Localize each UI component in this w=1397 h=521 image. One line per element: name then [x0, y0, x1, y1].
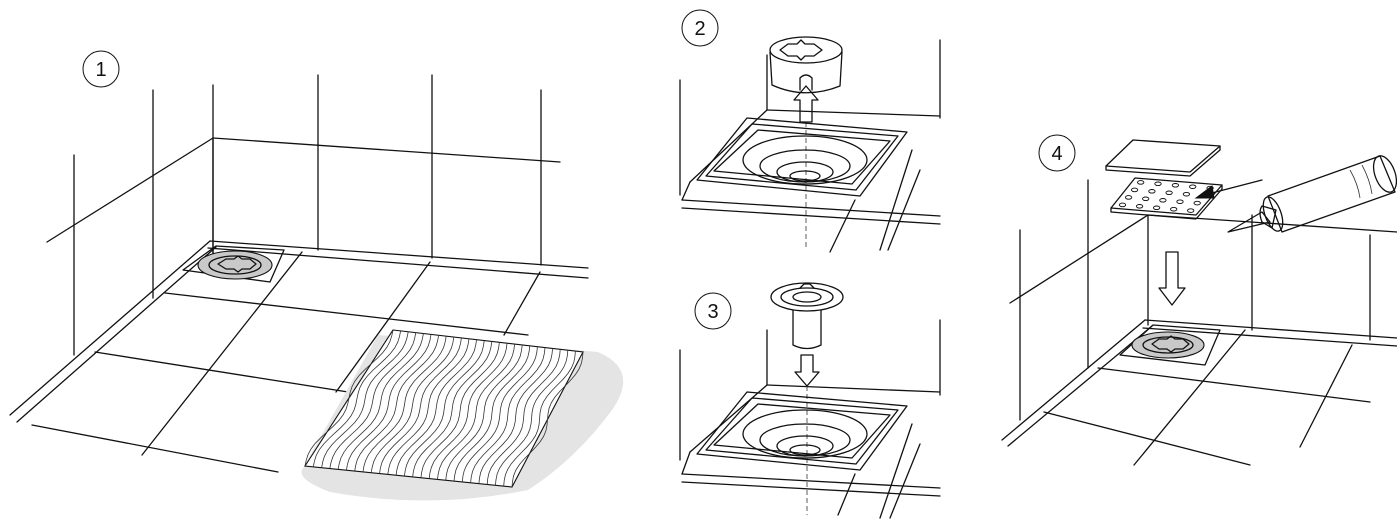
- adhesive-comb-line: [503, 351, 576, 487]
- grate-hole: [1130, 187, 1139, 193]
- floor-edge-2: [681, 149, 941, 253]
- adhesive-comb-line: [337, 333, 424, 470]
- step-4-badge: 4: [1038, 134, 1076, 172]
- grate-hole: [1176, 199, 1184, 204]
- grate-hole: [1193, 200, 1201, 206]
- wall-tiles-2: [679, 39, 941, 196]
- grate-hole: [1165, 190, 1173, 196]
- adhesive-comb-line: [478, 348, 553, 484]
- grate-hole: [1170, 206, 1178, 212]
- adhesive-comb-line: [346, 334, 432, 471]
- drain-frame-3: [696, 391, 908, 471]
- step-4-number: 4: [1051, 143, 1062, 165]
- sealant-cartridge-4: [1227, 155, 1397, 233]
- down-arrow-4: [1158, 251, 1186, 306]
- tile-adhesive-1: [301, 329, 624, 501]
- up-arrow-2: [793, 85, 819, 123]
- grate-hole: [1159, 198, 1167, 203]
- adhesive-comb-line: [511, 351, 584, 488]
- step-1-number: 1: [95, 59, 106, 81]
- grate-hole: [1135, 204, 1144, 209]
- step-2-badge: 2: [681, 9, 719, 47]
- adhesive-comb-line: [312, 330, 401, 467]
- panel-step-1: 1: [9, 50, 624, 501]
- floor-tiles-1: [31, 251, 541, 473]
- panel-step-3: 3: [679, 282, 941, 519]
- adhesive-comb-line: [445, 344, 523, 481]
- grate-hole: [1148, 189, 1156, 194]
- step-2-number: 2: [694, 18, 705, 40]
- sealant-arrow-4: [1194, 179, 1263, 199]
- grate-hole: [1189, 184, 1197, 189]
- grate-hole: [1187, 208, 1195, 213]
- wall-tiles-3: [679, 319, 941, 461]
- grate-hole: [1182, 191, 1191, 197]
- grate-hole: [1171, 183, 1180, 188]
- adhesive-comb-line: [395, 339, 477, 476]
- adhesive-comb-line: [461, 346, 538, 483]
- adhesive-comb-line: [437, 344, 515, 480]
- step-3-number: 3: [707, 301, 718, 323]
- down-arrow-3: [794, 354, 820, 387]
- strainer-cap-2: [769, 36, 843, 94]
- grate-hole: [1154, 181, 1162, 187]
- panel-step-4: 4: [1001, 134, 1397, 466]
- adhesive-comb-line: [379, 337, 462, 474]
- adhesive-comb-line: [321, 331, 409, 468]
- step-3-badge: 3: [694, 292, 732, 330]
- adhesive-comb-line: [354, 335, 439, 472]
- adhesive-comb-line: [420, 342, 500, 478]
- adhesive-comb-line: [404, 340, 485, 477]
- trap-insert-3: [770, 282, 844, 350]
- panel-step-2: 2: [679, 9, 941, 253]
- floor-edge-4: [1001, 319, 1397, 466]
- adhesive-comb-line: [453, 345, 531, 482]
- grate-hole: [1152, 205, 1161, 211]
- step-1-badge: 1: [82, 50, 120, 88]
- grate-hole: [1124, 195, 1133, 200]
- grate-hole: [1137, 180, 1145, 185]
- adhesive-comb-line: [329, 332, 417, 469]
- floor-drain-1: [182, 245, 285, 283]
- adhesive-comb-line: [387, 338, 470, 475]
- tile-insert-4: [1105, 139, 1221, 177]
- floor-edge-1: [9, 240, 589, 423]
- floor-edge-3: [681, 423, 941, 519]
- adhesive-comb-line: [495, 350, 569, 486]
- adhesive-comb-line: [412, 341, 493, 477]
- adhesive-comb-line: [470, 347, 546, 483]
- wall-tiles-1: [46, 74, 561, 356]
- drain-frame-2: [696, 117, 908, 197]
- grate-hole: [1118, 202, 1127, 208]
- floor-drain-4: [1119, 324, 1221, 366]
- adhesive-comb-line: [428, 343, 508, 479]
- adhesive-comb-line: [486, 349, 561, 485]
- adhesive-comb-line: [304, 329, 394, 467]
- grate-hole: [1142, 196, 1150, 202]
- adhesive-comb-line: [370, 336, 455, 473]
- adhesive-comb-line: [362, 336, 447, 472]
